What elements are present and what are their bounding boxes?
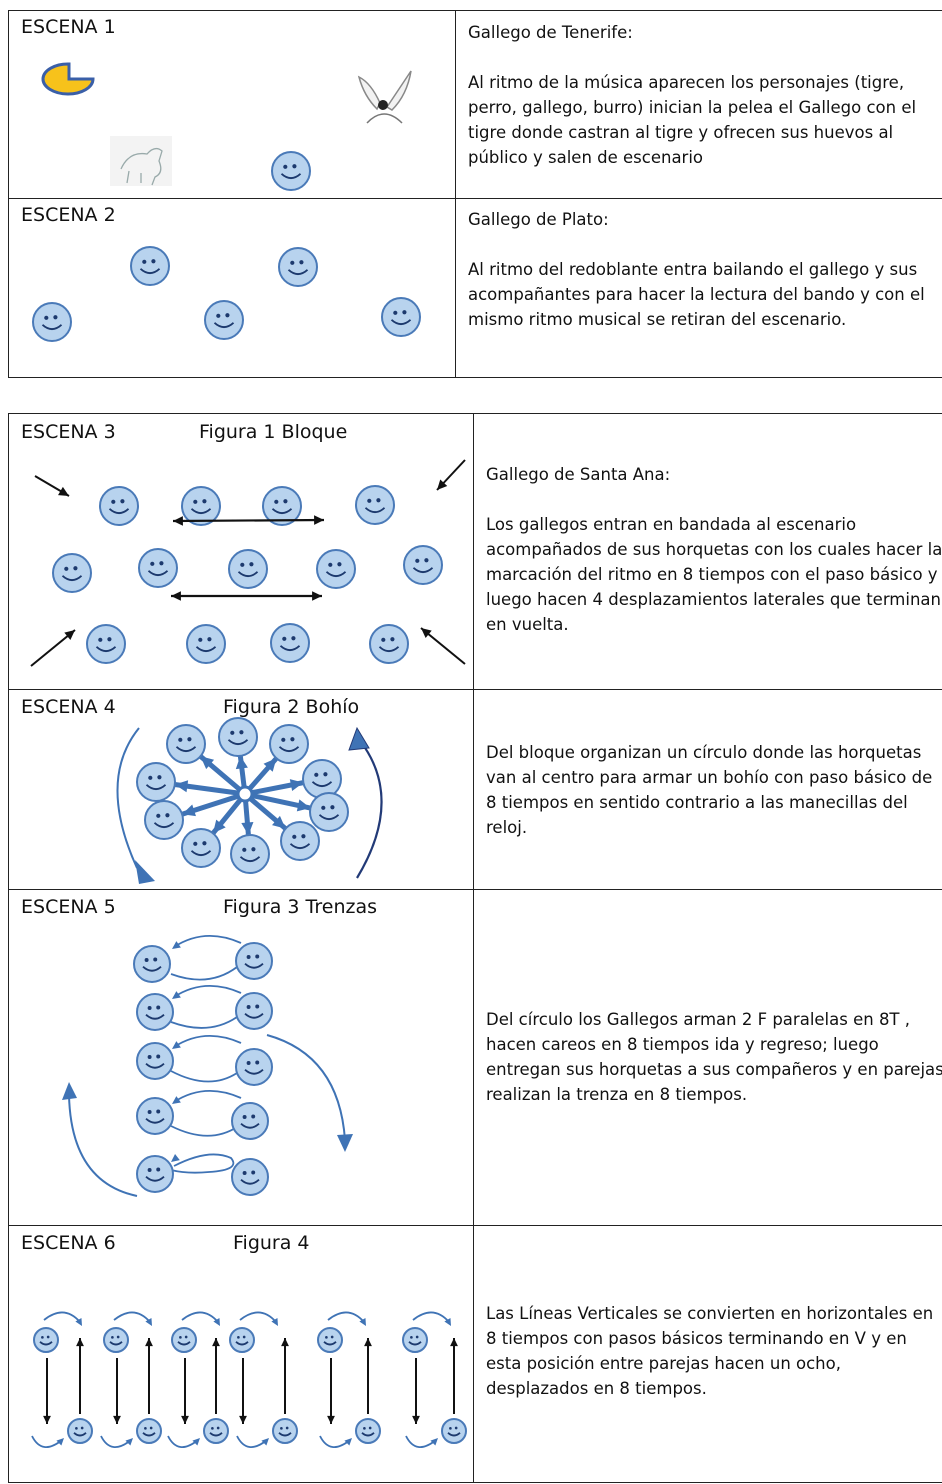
scene-4-description: Del bloque organizan un círculo donde la… [486, 740, 942, 840]
smiley-face-icon [355, 485, 395, 525]
smiley-face-icon [181, 828, 221, 868]
scene-1-drawing [41, 62, 412, 191]
smiley-face-icon [32, 302, 72, 342]
scene-6-row: ESCENA 6 Figura 4 Las Líneas Verticales … [9, 1226, 942, 1484]
smiley-face-icon [228, 549, 268, 589]
smiley-face-icon [271, 151, 311, 191]
smiley-face-icon [231, 1158, 269, 1196]
scene-4-figure-title: Figura 2 Bohío [223, 696, 360, 718]
smiley-face-icon [235, 992, 273, 1030]
smiley-face-icon [231, 1102, 269, 1140]
smiley-face-icon [269, 724, 309, 764]
scene-table-2: ESCENA 3 Figura 1 Bloque Gallego de Sant… [8, 413, 942, 1483]
smiley-face-icon [280, 821, 320, 861]
scene-2-label: ESCENA 2 [21, 204, 116, 226]
column-divider [473, 414, 474, 1482]
smiley-face-icon [144, 800, 184, 840]
column-divider [455, 11, 456, 377]
smiley-face-icon [369, 624, 409, 664]
scene-3-label: ESCENA 3 [21, 421, 116, 443]
smiley-face-icon [166, 724, 206, 764]
smiley-face-icon [278, 247, 318, 287]
scene-6-text: Las Líneas Verticales se convierten en h… [486, 1304, 934, 1398]
smiley-face-icon [235, 1048, 273, 1086]
smiley-face-icon [309, 792, 349, 832]
outer-arrows [62, 1034, 353, 1197]
smiley-face-icon [316, 549, 356, 589]
scene-3-figure-title: Figura 1 Bloque [199, 421, 348, 443]
smiley-face-icon [136, 1155, 174, 1193]
scene-5-figure-title: Figura 3 Trenzas [223, 896, 378, 918]
smiley-face-icon [270, 623, 310, 663]
bohio-spokes [174, 754, 311, 836]
smiley-face-icon [136, 993, 174, 1031]
scene-1-row: ESCENA 1 Gallego de Tenerife: Al ritmo d… [9, 11, 942, 199]
scene-6-label: ESCENA 6 [21, 1232, 116, 1254]
scene-4-row: ESCENA 4 Figura 2 Bohío Del bloque organ… [9, 690, 942, 890]
scene-1-label: ESCENA 1 [21, 16, 116, 38]
scene-table-1: ESCENA 1 Gallego de Tenerife: Al ritmo d… [8, 10, 942, 378]
smiley-face-icon [138, 548, 178, 588]
scene-5-drawing [62, 934, 353, 1197]
braid-arrows [170, 934, 242, 1174]
smiley-face-icon [230, 834, 270, 874]
smiley-face-icon [204, 300, 244, 340]
scene-6-drawing [31, 1311, 467, 1448]
smiley-face-icon [186, 624, 226, 664]
scene-1-text: Al ritmo de la música aparecen los perso… [468, 73, 917, 167]
scene-6-figure-title: Figura 4 [233, 1232, 310, 1254]
scene-1-description: Gallego de Tenerife: Al ritmo de la músi… [468, 20, 942, 170]
scene-3-description: Gallego de Santa Ana: Los gallegos entra… [486, 462, 942, 637]
scene-5-label: ESCENA 5 [21, 896, 116, 918]
rotation-arrows [116, 726, 383, 884]
smiley-face-icon [136, 762, 176, 802]
scene-2-heading: Gallego de Plato: [468, 210, 609, 229]
smiley-face-icon [86, 624, 126, 664]
movement-arrows [30, 459, 466, 667]
scene-3-text: Los gallegos entran en bandada al escena… [486, 515, 942, 634]
smiley-face-icon [99, 486, 139, 526]
scene-5-text: Del círculo los Gallegos arman 2 F paral… [486, 1010, 942, 1104]
smiley-face-icon [235, 942, 273, 980]
scene-3-drawing [30, 459, 466, 667]
scene-3-heading: Gallego de Santa Ana: [486, 465, 671, 484]
scene-5-row: ESCENA 5 Figura 3 Trenzas Del círculo lo… [9, 890, 942, 1226]
smiley-face-icon [381, 297, 421, 337]
smiley-face-icon [181, 486, 221, 526]
scene-2-text: Al ritmo del redoblante entra bailando e… [468, 260, 925, 329]
scene-2-description: Gallego de Plato: Al ritmo del redoblant… [468, 207, 942, 332]
scene-4-drawing [116, 717, 383, 884]
scene-2-drawing [32, 246, 421, 342]
scene-5-description: Del círculo los Gallegos arman 2 F paral… [486, 1007, 942, 1107]
tiger-icon [41, 62, 95, 96]
smiley-face-icon [52, 553, 92, 593]
horizontal-line-formation [31, 1311, 467, 1448]
scene-2-row: ESCENA 2 Gallego de Plato: Al ritmo del … [9, 199, 942, 379]
scene-4-text: Del bloque organizan un círculo donde la… [486, 743, 933, 837]
smiley-face-icon [130, 246, 170, 286]
smiley-face-icon [136, 1097, 174, 1135]
smiley-face-icon [302, 759, 342, 799]
smiley-face-icon [262, 486, 302, 526]
donkey-icon [357, 70, 412, 124]
scene-4-label: ESCENA 4 [21, 696, 116, 718]
smiley-face-icon [403, 545, 443, 585]
scene-1-heading: Gallego de Tenerife: [468, 23, 633, 42]
smiley-face-icon [136, 1042, 174, 1080]
dog-icon [110, 136, 172, 186]
scene-3-row: ESCENA 3 Figura 1 Bloque Gallego de Sant… [9, 414, 942, 690]
scene-6-description: Las Líneas Verticales se convierten en h… [486, 1301, 942, 1401]
smiley-face-icon [218, 717, 258, 757]
smiley-face-icon [133, 945, 171, 983]
